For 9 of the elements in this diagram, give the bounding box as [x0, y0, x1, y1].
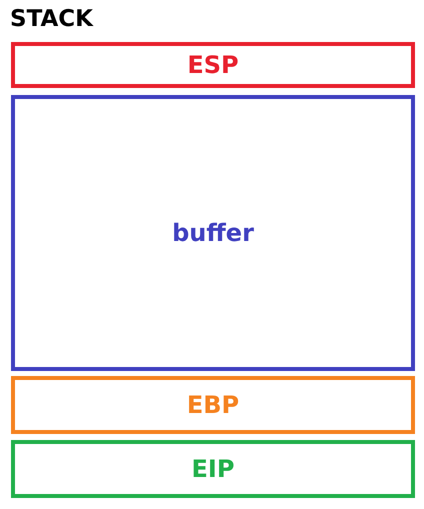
diagram-title: STACK — [10, 5, 93, 34]
register-label: EBP — [186, 391, 240, 419]
register-label: ESP — [187, 51, 239, 79]
stack-frame-box — [11, 42, 415, 88]
stack-frame-box — [11, 376, 415, 434]
stack-frame-box — [11, 440, 415, 498]
register-label: EIP — [192, 455, 234, 483]
stack-frame-box — [11, 95, 415, 371]
register-label: buffer — [172, 219, 254, 247]
